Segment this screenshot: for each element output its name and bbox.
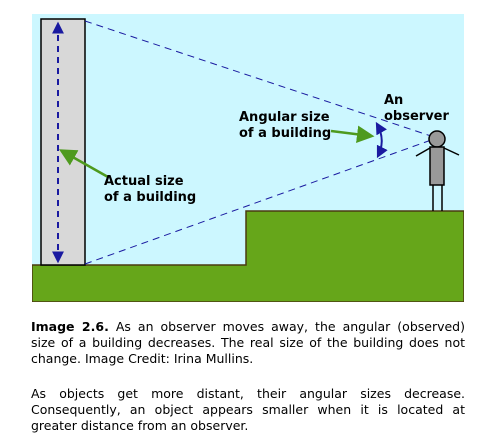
angular-size-pointer bbox=[330, 125, 375, 143]
caption-label: Image 2.6. bbox=[31, 319, 109, 334]
observer-label-line2: observer bbox=[384, 109, 449, 124]
building bbox=[40, 18, 86, 266]
figure-caption: Image 2.6. As an observer moves away, th… bbox=[31, 319, 465, 367]
ground bbox=[32, 210, 464, 302]
sight-line-bottom bbox=[84, 138, 435, 265]
angular-size-label-line2: of a building bbox=[239, 126, 331, 141]
actual-size-pointer bbox=[58, 149, 109, 179]
angular-size-arc bbox=[375, 121, 388, 159]
caption-text: As an observer moves away, the angular (… bbox=[31, 319, 465, 366]
sight-line-top bbox=[84, 20, 435, 138]
angular-size-diagram: Actual size of a building Angular size o… bbox=[32, 14, 464, 302]
observer-label-line1: An bbox=[384, 93, 403, 108]
actual-size-label-line1: Actual size bbox=[104, 174, 184, 189]
body-paragraph: As objects get more distant, their angul… bbox=[31, 386, 465, 433]
actual-size-label-line2: of a building bbox=[104, 190, 196, 205]
observer-figure bbox=[415, 130, 460, 211]
angular-size-label-line1: Angular size bbox=[239, 110, 330, 125]
